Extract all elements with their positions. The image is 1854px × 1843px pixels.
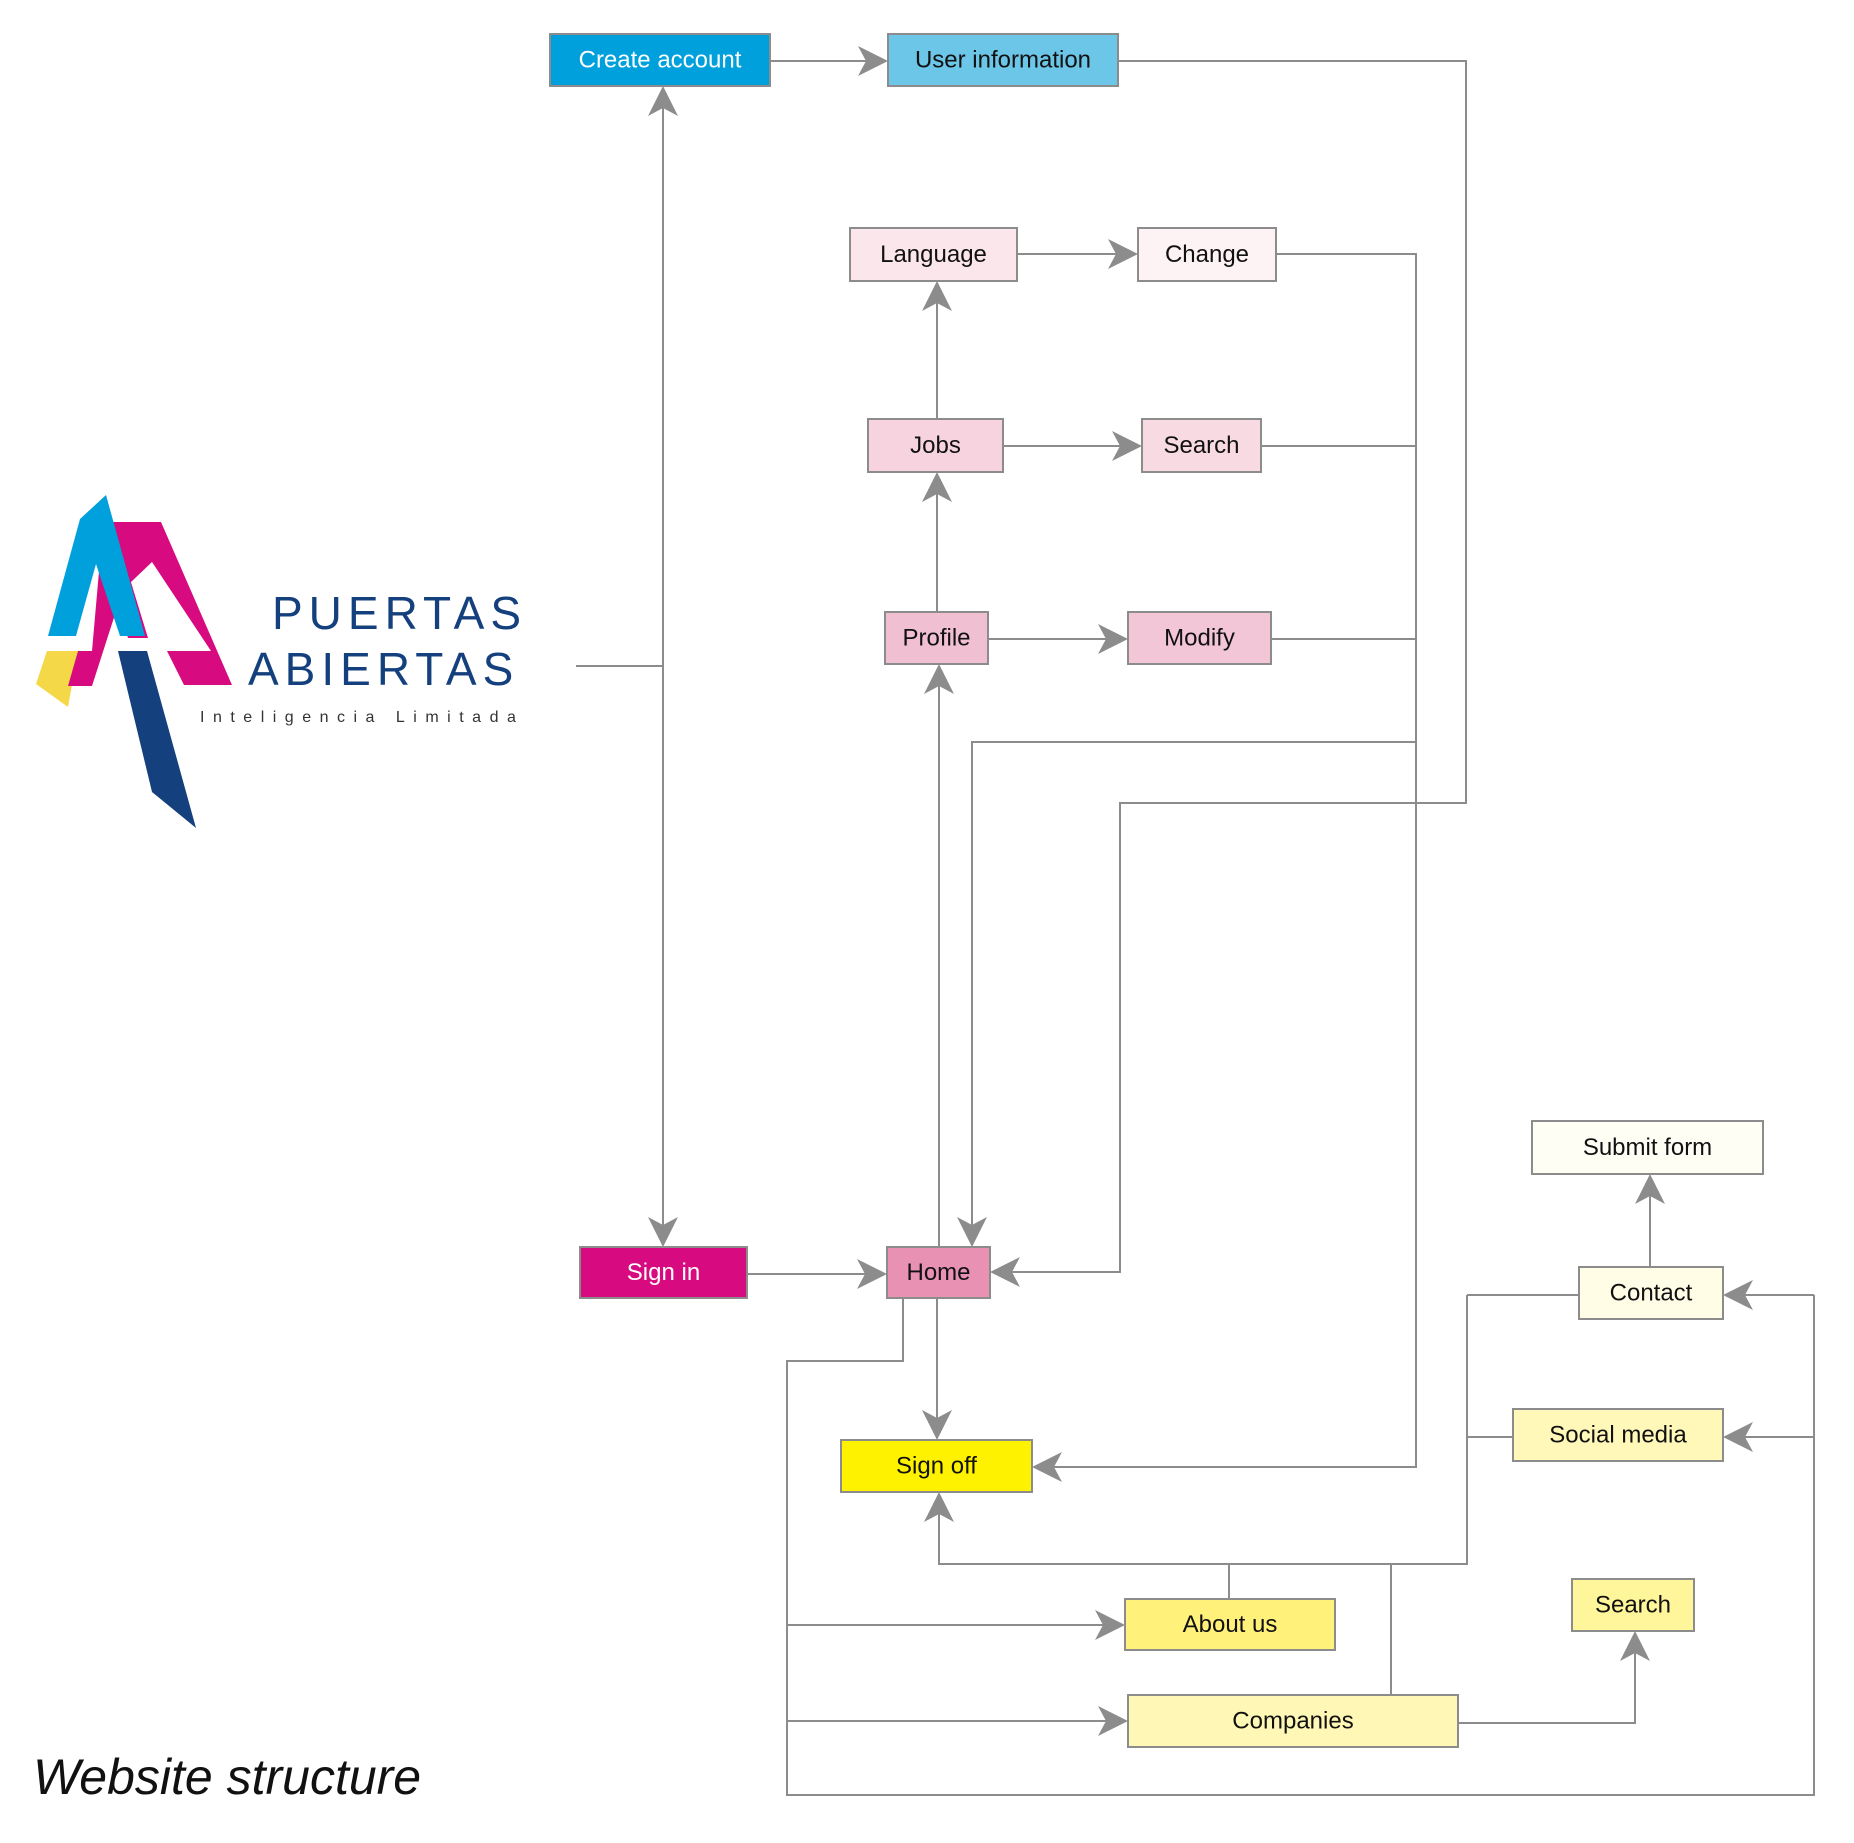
node-box	[1137, 227, 1277, 282]
node-box	[549, 33, 771, 87]
node-label: Sign off	[896, 1453, 977, 1480]
node-label: Modify	[1164, 625, 1235, 652]
node-home: Home	[886, 1246, 991, 1299]
edge-user-information-to-home	[990, 60, 1467, 1287]
logo-magenta-left-leg	[68, 520, 148, 686]
node-profile: Profile	[884, 611, 989, 665]
node-label: Search	[1163, 432, 1239, 459]
node-label: Sign in	[627, 1259, 700, 1286]
node-box	[1578, 1266, 1724, 1320]
node-box	[867, 418, 1004, 473]
node-box	[579, 1246, 748, 1299]
node-companies-search: Search	[1571, 1578, 1695, 1632]
node-box	[840, 1439, 1033, 1493]
node-companies: Companies	[1127, 1694, 1459, 1748]
node-social-media: Social media	[1512, 1408, 1724, 1462]
node-contact: Contact	[1578, 1266, 1724, 1320]
node-modify: Modify	[1127, 611, 1272, 665]
edge-change-to-sign-off	[1032, 253, 1417, 1482]
node-box	[884, 611, 989, 665]
node-sign-in: Sign in	[579, 1246, 748, 1299]
node-box	[1141, 418, 1262, 473]
node-user-information: User information	[887, 33, 1119, 87]
logo-navy-stroke	[118, 651, 196, 828]
node-jobs-search: Search	[1141, 418, 1262, 473]
diagram-title: Website structure	[33, 1749, 422, 1805]
edge-home-to-bottom-loop	[786, 1295, 1815, 1796]
node-label: User information	[915, 47, 1091, 74]
node-label: Language	[880, 241, 987, 268]
node-submit-form: Submit form	[1531, 1120, 1764, 1175]
node-label: Contact	[1610, 1280, 1693, 1307]
node-label: Home	[906, 1259, 970, 1286]
node-create-account: Create account	[549, 33, 771, 87]
node-box	[1571, 1578, 1695, 1632]
puertas-abiertas-logo: PUERTAS ABIERTAS Inteligencia Limitada	[36, 495, 527, 828]
logo-yellow-shard	[36, 651, 78, 707]
node-label: Change	[1165, 241, 1249, 268]
node-about-us: About us	[1124, 1598, 1336, 1651]
node-sign-off: Sign off	[840, 1439, 1033, 1493]
node-change: Change	[1137, 227, 1277, 282]
node-label: Profile	[902, 625, 970, 652]
logo-tagline: Inteligencia Limitada	[200, 709, 524, 726]
node-box	[1124, 1598, 1336, 1651]
edge-companies-to-search	[1458, 1631, 1650, 1724]
node-label: Create account	[579, 47, 742, 74]
node-jobs: Jobs	[867, 418, 1004, 473]
edge-trunk-to-home	[957, 741, 1416, 1247]
node-box	[1127, 1694, 1459, 1748]
node-box	[1127, 611, 1272, 665]
node-language: Language	[849, 227, 1018, 282]
node-box	[849, 227, 1018, 282]
node-box	[887, 33, 1119, 87]
node-label: About us	[1183, 1611, 1278, 1638]
logo-line1: PUERTAS	[272, 587, 527, 639]
node-label: Jobs	[910, 432, 961, 459]
edge-bus-to-sign-off	[924, 1295, 1468, 1565]
node-box	[886, 1246, 991, 1299]
logo-magenta-shape	[113, 522, 232, 685]
node-box	[1512, 1408, 1724, 1462]
edges	[576, 46, 1815, 1796]
node-label: Companies	[1232, 1708, 1353, 1735]
node-box	[1531, 1120, 1764, 1175]
node-label: Submit form	[1583, 1134, 1712, 1161]
logo-cyan-shape	[48, 495, 145, 636]
node-label: Social media	[1549, 1422, 1687, 1449]
node-label: Search	[1595, 1592, 1671, 1619]
logo-line2: ABIERTAS	[248, 643, 519, 695]
